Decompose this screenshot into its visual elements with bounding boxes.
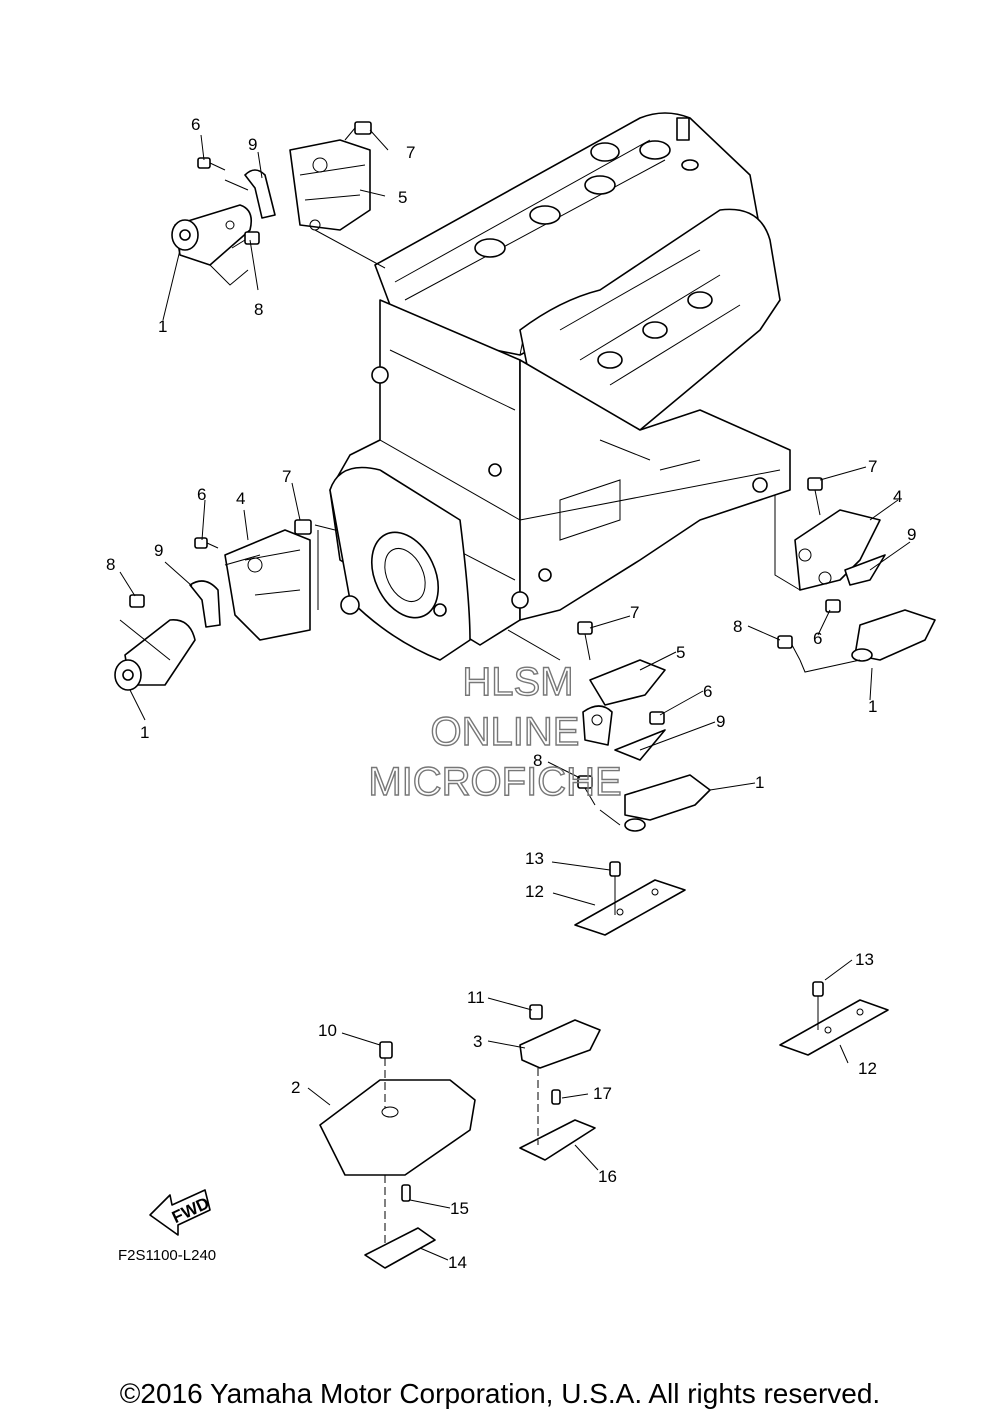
lower-plates: FWD F2S1100-L240 — [118, 861, 889, 1269]
callout-13: 13 — [525, 849, 544, 868]
callout-1: 1 — [755, 773, 764, 792]
callout-8: 8 — [254, 300, 263, 319]
callout-1: 1 — [140, 723, 149, 742]
callout-3: 3 — [473, 1032, 482, 1051]
mount-group-right — [774, 477, 936, 673]
callout-16: 16 — [598, 1167, 617, 1186]
callout-7: 7 — [630, 603, 639, 622]
callout-6: 6 — [191, 115, 200, 134]
callout-labels: 6 7 9 5 1 8 6 7 4 8 9 1 7 4 9 8 6 1 7 5 … — [106, 115, 916, 1272]
engine-block — [329, 112, 791, 661]
callout-17: 17 — [593, 1084, 612, 1103]
callout-13: 13 — [855, 950, 874, 969]
mount-group-mid-left — [114, 519, 336, 691]
callout-6: 6 — [197, 485, 206, 504]
watermark-line2: ONLINE — [431, 710, 580, 754]
figure-code: F2S1100-L240 — [118, 1247, 216, 1264]
callout-9: 9 — [907, 525, 916, 544]
watermark-line1: HLSM — [462, 660, 573, 704]
callout-14: 14 — [448, 1253, 467, 1272]
callout-1: 1 — [868, 697, 877, 716]
callout-9: 9 — [154, 541, 163, 560]
callout-4: 4 — [893, 487, 902, 506]
callout-8: 8 — [106, 555, 115, 574]
mount-group-lower-center — [507, 621, 711, 832]
callout-15: 15 — [450, 1199, 469, 1218]
copyright-notice: ©2016 Yamaha Motor Corporation, U.S.A. A… — [119, 1378, 881, 1409]
callout-7: 7 — [282, 467, 291, 486]
callout-7: 7 — [868, 457, 877, 476]
callout-2: 2 — [291, 1078, 300, 1097]
callout-1: 1 — [158, 317, 167, 336]
watermark: HLSM ONLINE MICROFICHE — [368, 659, 623, 804]
callout-11: 11 — [467, 988, 485, 1007]
callout-8: 8 — [533, 751, 542, 770]
callout-12: 12 — [525, 882, 544, 901]
callout-6: 6 — [703, 682, 712, 701]
callout-9: 9 — [248, 135, 257, 154]
callout-7: 7 — [406, 143, 415, 162]
callout-9: 9 — [716, 712, 725, 731]
watermark-line3: MICROFICHE — [368, 760, 621, 804]
mount-group-upper-left — [171, 121, 386, 286]
callout-4: 4 — [236, 489, 245, 508]
callout-10: 10 — [318, 1021, 337, 1040]
callout-6: 6 — [813, 629, 822, 648]
callout-leaders — [119, 129, 911, 1261]
callout-5: 5 — [676, 643, 685, 662]
callout-8: 8 — [733, 617, 742, 636]
callout-5: 5 — [398, 188, 407, 207]
callout-12: 12 — [858, 1059, 877, 1078]
